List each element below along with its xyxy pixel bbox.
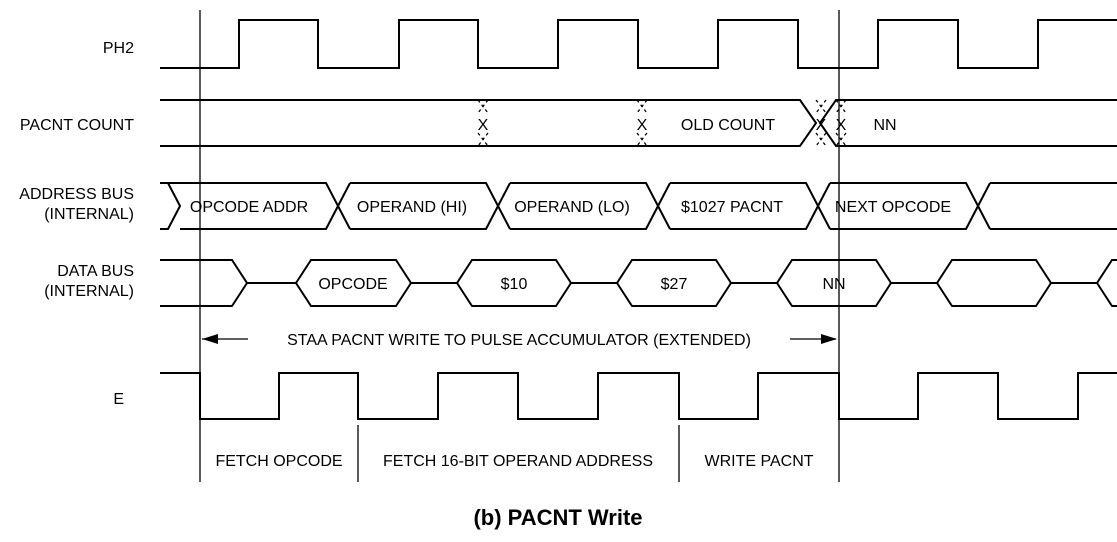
data-bus-segment: $27 (661, 276, 688, 293)
data-bus-envelope (160, 259, 1117, 307)
ph2-label: PH2 (103, 40, 134, 57)
pacnt-count-glitch-1: X (478, 117, 489, 134)
data-bus-segment: NN (822, 276, 845, 293)
pacnt-count-transition-1 (477, 99, 489, 147)
address-bus-label-line1: ADDRESS BUS (19, 186, 134, 203)
e-waveform (160, 372, 1117, 420)
pacnt-count-label: PACNT COUNT (20, 117, 134, 134)
pacnt-count-glitch-3: X (816, 117, 827, 134)
span-arrow-left-head (202, 334, 218, 344)
data-bus-segment: $10 (501, 276, 528, 293)
address-bus-segment: OPERAND (LO) (514, 199, 630, 216)
data-bus-segment: OPCODE (318, 276, 387, 293)
pacnt-count-waveform: X X X X OLD COUNT NN (160, 99, 1117, 147)
pacnt-count-old-bus (160, 99, 818, 147)
span-arrow-right-head (821, 334, 837, 344)
address-bus-label-line2: (INTERNAL) (44, 206, 134, 223)
pacnt-count-transition-2 (636, 99, 648, 147)
pacnt-count-new-value: NN (873, 117, 896, 134)
data-bus-waveform: OPCODE $10 $27 NN (160, 259, 1117, 307)
cycle-label-fetch-operand: FETCH 16-BIT OPERAND ADDRESS (383, 453, 653, 470)
e-label: E (113, 391, 124, 408)
instruction-span-arrow: STAA PACNT WRITE TO PULSE ACCUMULATOR (E… (202, 332, 837, 349)
address-bus-waveform: OPCODE ADDR OPERAND (HI) OPERAND (LO) $1… (160, 182, 1117, 230)
cycle-boundary-markers (199, 10, 840, 482)
data-bus-label-line1: DATA BUS (57, 263, 134, 280)
cycle-label-fetch-opcode: FETCH OPCODE (215, 453, 342, 470)
pacnt-count-glitch-2: X (637, 117, 648, 134)
pacnt-count-new-bus (818, 99, 1117, 147)
pacnt-count-old-value: OLD COUNT (681, 117, 775, 134)
pacnt-count-transition-3 (815, 99, 827, 147)
address-bus-segment: OPCODE ADDR (190, 199, 308, 216)
address-bus-envelope (160, 182, 1117, 230)
instruction-span-label: STAA PACNT WRITE TO PULSE ACCUMULATOR (E… (287, 332, 751, 349)
cycle-label-write-pacnt: WRITE PACNT (704, 453, 813, 470)
data-bus-label-line2: (INTERNAL) (44, 283, 134, 300)
pacnt-count-transition-4 (835, 99, 847, 147)
address-bus-segment: NEXT OPCODE (835, 199, 951, 216)
figure-caption: (b) PACNT Write (473, 505, 642, 530)
ph2-waveform (160, 19, 1117, 69)
address-bus-segment: $1027 PACNT (681, 199, 783, 216)
pacnt-count-glitch-4: X (836, 117, 847, 134)
address-bus-segment: OPERAND (HI) (357, 199, 467, 216)
